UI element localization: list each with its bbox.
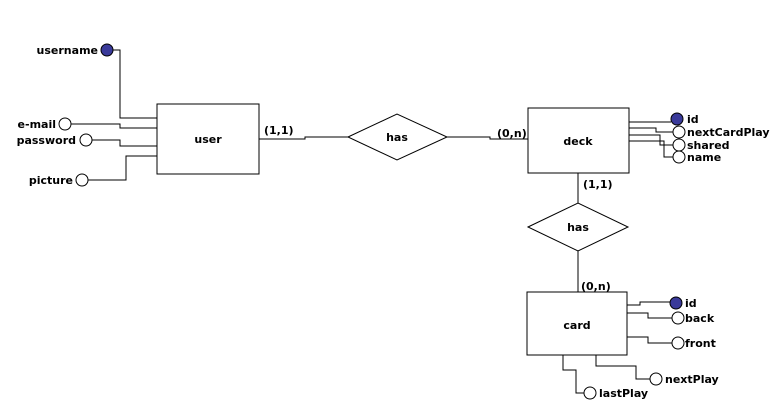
attribute-picture-label: picture — [29, 174, 73, 187]
attribute-password-label: password — [17, 134, 76, 147]
line-user-has — [259, 136, 348, 140]
attribute-card-lastplay-label: lastPlay — [599, 387, 648, 400]
line-card-id — [627, 301, 670, 306]
attribute-icon — [649, 372, 663, 386]
line-email — [70, 123, 157, 129]
attribute-icon — [671, 311, 685, 325]
attribute-icon — [583, 386, 597, 400]
key-attribute-icon — [669, 296, 683, 310]
connector-lines — [70, 49, 673, 394]
attribute-icon — [672, 125, 686, 139]
attribute-icon — [672, 138, 686, 152]
entity-card-label: card — [563, 319, 590, 332]
key-attribute-icon — [670, 112, 684, 126]
attribute-deck-id-label: id — [687, 113, 699, 126]
attribute-username[interactable]: username — [37, 43, 114, 57]
cardinality-deck-top: (0,n) — [497, 127, 527, 140]
line-password — [92, 139, 157, 147]
line-deck-nextcardplay — [629, 127, 673, 133]
attribute-password[interactable]: password — [17, 133, 93, 147]
attribute-email-label: e-mail — [18, 118, 56, 131]
attribute-email[interactable]: e-mail — [18, 117, 72, 131]
key-attribute-icon — [100, 43, 114, 57]
attribute-deck-shared[interactable]: shared — [672, 138, 730, 152]
attribute-deck-nextcardplay-label: nextCardPlay — [687, 126, 770, 139]
entity-user-label: user — [194, 133, 222, 146]
attribute-deck-name-label: name — [687, 151, 721, 164]
attribute-deck-nextcardplay[interactable]: nextCardPlay — [672, 125, 770, 139]
attribute-card-nextplay-label: nextPlay — [665, 373, 719, 386]
attribute-icon — [79, 133, 93, 147]
attribute-card-lastplay[interactable]: lastPlay — [583, 386, 648, 400]
attribute-card-nextplay[interactable]: nextPlay — [649, 372, 719, 386]
cardinality-user: (1,1) — [264, 124, 294, 137]
line-has-deck — [447, 136, 528, 140]
attribute-deck-name[interactable]: name — [672, 150, 721, 164]
relationship-deck-card[interactable]: has — [526, 202, 630, 252]
attribute-card-front[interactable]: front — [671, 336, 716, 350]
line-card-back — [627, 312, 672, 319]
line-card-lastplay — [562, 355, 585, 394]
line-deck-shared — [629, 134, 673, 146]
entity-deck[interactable]: deck — [527, 107, 630, 174]
attribute-deck-shared-label: shared — [687, 139, 730, 152]
attribute-icon — [58, 117, 72, 131]
line-picture — [88, 155, 157, 181]
relationship-user-deck-label: has — [386, 131, 408, 144]
attribute-deck-id[interactable]: id — [670, 112, 699, 126]
relationship-deck-card-label: has — [567, 221, 589, 234]
cardinality-deck-bottom: (1,1) — [583, 178, 613, 191]
line-deck-name — [629, 140, 673, 158]
attribute-icon — [671, 336, 685, 350]
attribute-icon — [75, 173, 89, 187]
entity-card[interactable]: card — [526, 291, 628, 356]
attribute-card-back-label: back — [685, 312, 715, 325]
attribute-picture[interactable]: picture — [29, 173, 89, 187]
attribute-card-back[interactable]: back — [671, 311, 715, 325]
attribute-card-front-label: front — [685, 337, 716, 350]
attribute-card-id-label: id — [685, 297, 697, 310]
attribute-card-id[interactable]: id — [669, 296, 697, 310]
relationship-user-deck[interactable]: has — [346, 113, 449, 161]
line-username — [113, 49, 157, 119]
cardinality-card: (0,n) — [581, 280, 611, 293]
attribute-username-label: username — [37, 44, 98, 57]
line-card-nextplay — [595, 355, 650, 380]
entity-deck-label: deck — [563, 135, 593, 148]
attribute-icon — [672, 150, 686, 164]
entity-user[interactable]: user — [156, 103, 260, 175]
line-card-front — [627, 336, 672, 344]
